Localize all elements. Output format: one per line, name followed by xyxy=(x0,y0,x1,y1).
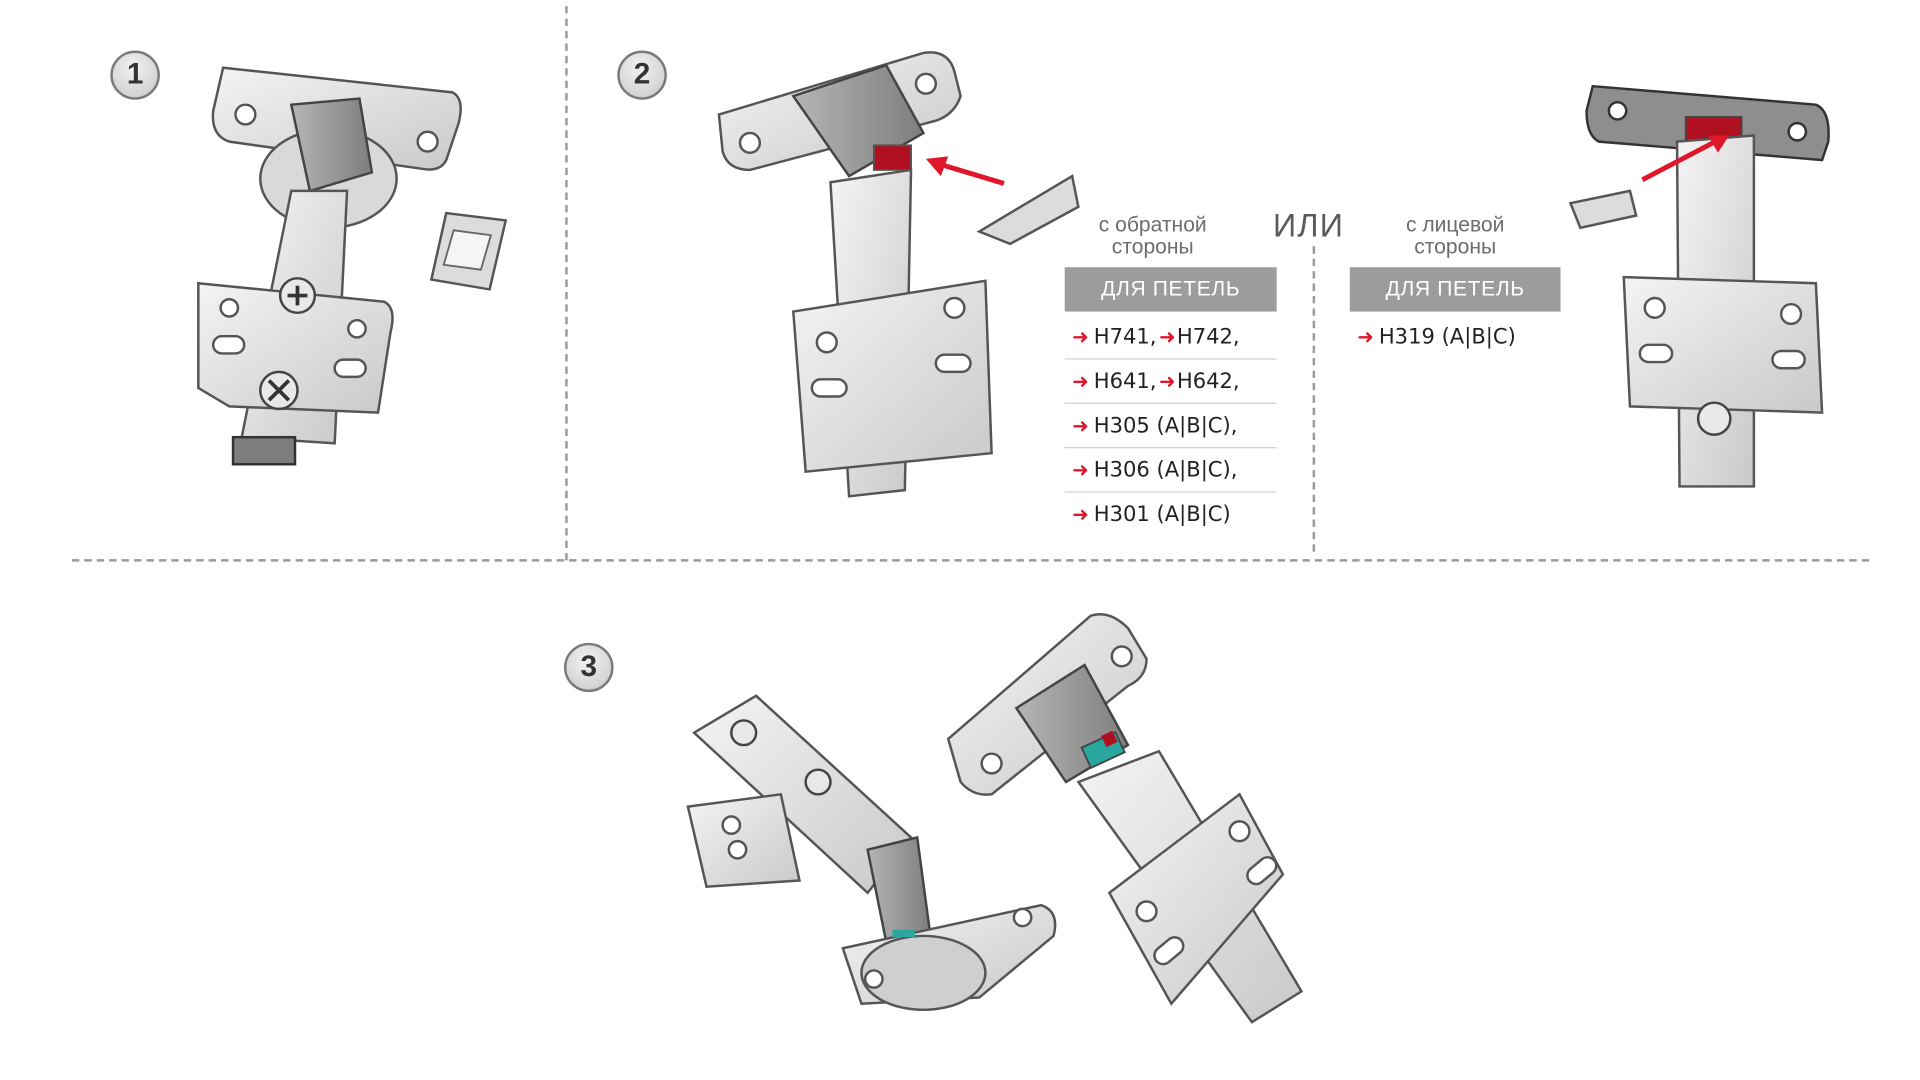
model-code: H319 (A|B|C) xyxy=(1378,324,1516,350)
insert-arrow-icon-step2-back xyxy=(925,156,1005,186)
back-side-model-list: ➜ H741, ➜ H742, ➜ H641, ➜ H642, ➜ H305 (… xyxy=(1064,315,1277,536)
step-badge-2: 2 xyxy=(617,50,667,100)
or-label: ИЛИ xyxy=(1272,206,1345,244)
model-code: H301 (A|B|C) xyxy=(1093,501,1231,527)
model-row: ➜ H305 (A|B|C), xyxy=(1064,404,1277,449)
front-side-model-list: ➜ H319 (A|B|C) xyxy=(1350,315,1561,358)
red-arrow-icon: ➜ xyxy=(1072,502,1089,526)
back-side-caption-line2: стороны xyxy=(1111,235,1194,259)
front-side-label-box: ДЛЯ ПЕТЕЛЬ xyxy=(1349,267,1561,312)
red-arrow-icon: ➜ xyxy=(1072,325,1089,349)
red-arrow-icon: ➜ xyxy=(1357,325,1374,349)
step-badge-1: 1 xyxy=(110,50,160,100)
red-arrow-icon: ➜ xyxy=(1072,413,1089,438)
model-row: ➜ H319 (A|B|C) xyxy=(1350,315,1561,358)
model-code: H306 (A|B|C), xyxy=(1093,457,1238,483)
insert-arrow-icon-step2-front xyxy=(1641,135,1730,182)
hinge-illustration-step3-right xyxy=(946,612,1304,1024)
model-row: ➜ H741, ➜ H742, xyxy=(1064,315,1277,360)
red-arrow-icon: ➜ xyxy=(1072,369,1089,393)
back-side-caption-line1: с обратной xyxy=(1098,213,1207,237)
vertical-divider-options xyxy=(1312,246,1316,552)
hinge-illustration-step2-front xyxy=(1568,84,1830,488)
model-code: H642, xyxy=(1176,368,1240,394)
hinge-illustration-step3-left xyxy=(686,694,1057,1012)
hinge-illustration-step2-back xyxy=(717,51,1080,498)
vertical-divider-top xyxy=(565,6,568,561)
horizontal-divider xyxy=(71,559,1870,562)
model-code: H641, xyxy=(1093,368,1157,394)
back-side-caption: с обратной стороны xyxy=(1078,214,1227,258)
model-code: H741, xyxy=(1093,324,1157,350)
red-arrow-icon: ➜ xyxy=(1158,369,1176,393)
model-row: ➜ H641, ➜ H642, xyxy=(1064,360,1277,404)
front-side-caption-line2: стороны xyxy=(1414,235,1497,259)
red-arrow-icon: ➜ xyxy=(1158,325,1176,349)
step-badge-3: 3 xyxy=(563,642,614,693)
front-side-caption: с лицевой стороны xyxy=(1381,214,1530,258)
back-side-label-box: ДЛЯ ПЕТЕЛЬ xyxy=(1064,267,1277,312)
model-row: ➜ H301 (A|B|C) xyxy=(1065,493,1277,536)
front-side-caption-line1: с лицевой xyxy=(1405,213,1505,237)
hinge-illustration-step1 xyxy=(197,66,462,466)
clip-insert-illustration-step1 xyxy=(429,211,508,291)
model-code: H742, xyxy=(1176,324,1240,350)
model-code: H305 (A|B|C), xyxy=(1093,413,1238,438)
red-arrow-icon: ➜ xyxy=(1072,458,1089,482)
model-row: ➜ H306 (A|B|C), xyxy=(1064,448,1277,493)
